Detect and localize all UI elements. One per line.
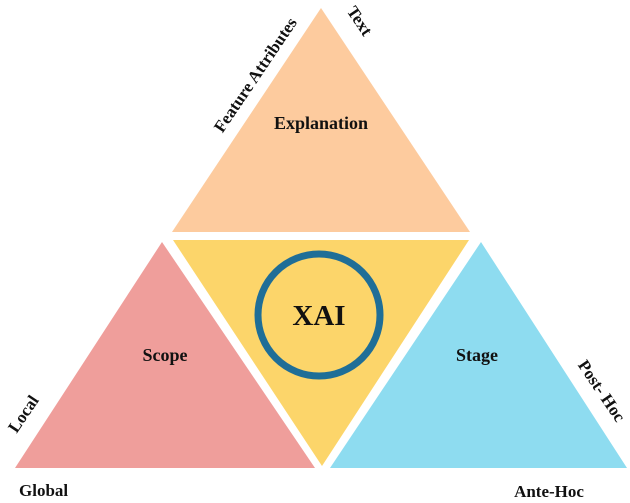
xai-ring xyxy=(254,250,384,380)
scope-label: Scope xyxy=(143,345,188,365)
stage-triangle xyxy=(330,242,627,468)
ante-hoc-label: Ante-Hoc xyxy=(514,482,584,501)
explanation-label: Explanation xyxy=(274,113,368,133)
scope-triangle xyxy=(15,242,315,468)
stage-label: Stage xyxy=(456,345,498,365)
xai-label: XAI xyxy=(292,300,345,332)
global-label: Global xyxy=(19,481,68,500)
explanation-triangle xyxy=(172,8,470,232)
local-label: Local xyxy=(4,392,43,437)
text-label: Text xyxy=(343,3,377,40)
xai-core-triangle xyxy=(173,240,469,466)
